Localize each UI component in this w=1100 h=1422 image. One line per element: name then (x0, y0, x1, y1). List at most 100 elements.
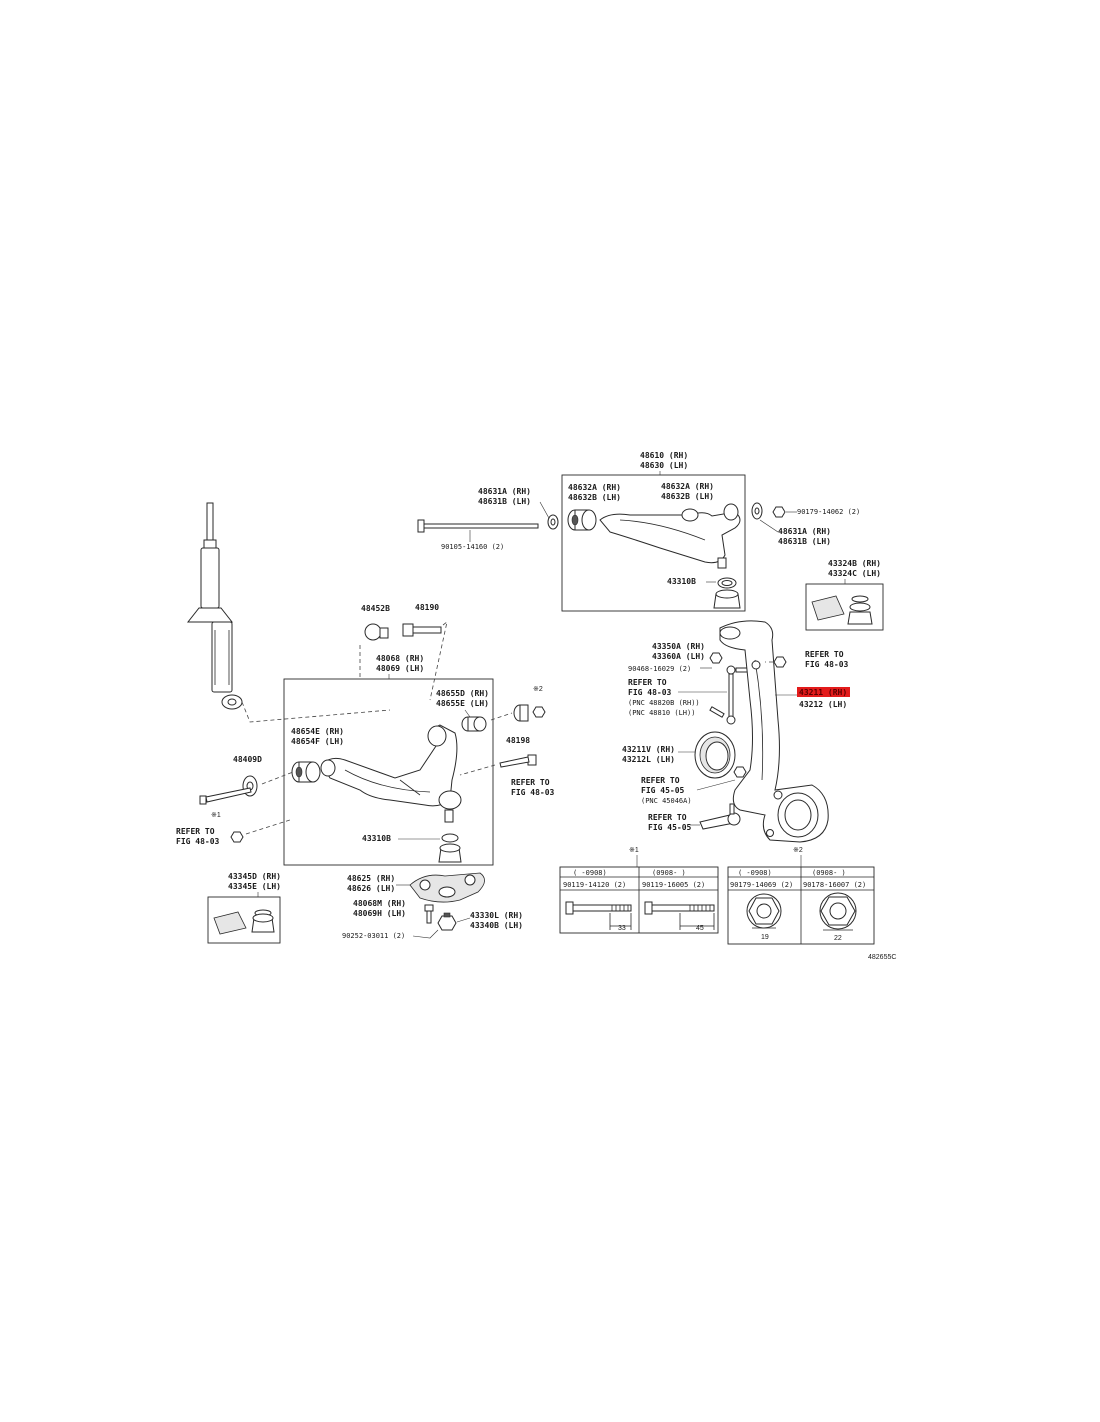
label-48409d[interactable]: 48409D (233, 755, 262, 764)
refer-d-line2[interactable]: FIG 48-03 (805, 660, 849, 669)
label-bolt-90105[interactable]: 90105-14160 (2) (441, 543, 504, 551)
refer-d-line1[interactable]: REFER TO (805, 650, 844, 659)
nut-90179-top[interactable] (772, 506, 786, 518)
label-upper-arm-lh[interactable]: 48630 (LH) (640, 461, 688, 470)
label-48190[interactable]: 48190 (415, 603, 439, 612)
refer-a-line2[interactable]: FIG 48-03 (176, 837, 220, 846)
table1-col2-part[interactable]: 90119-16005 (2) (642, 881, 705, 889)
boot-kit-rings-43324[interactable] (847, 595, 873, 625)
label-lower-arm-rh[interactable]: 48068 (RH) (376, 654, 424, 663)
refer-e-line2[interactable]: FIG 45-05 (641, 786, 685, 795)
label-cam-48631b[interactable]: 48631B (LH) (478, 497, 531, 506)
label-link-43360a[interactable]: 43360A (LH) (652, 652, 705, 661)
label-link-43350a[interactable]: 43350A (RH) (652, 642, 705, 651)
label-knuckle-43212[interactable]: 43212 (LH) (799, 700, 847, 709)
label-seal-43212l[interactable]: 43212L (LH) (622, 755, 675, 764)
nut-knuckle-mid[interactable] (733, 766, 747, 778)
grease-packet-icon-2[interactable] (213, 911, 247, 935)
label-nut-90179[interactable]: 90179-14062 (2) (797, 508, 860, 516)
refer-c-line3[interactable]: (PNC 48820B (RH)) (628, 699, 700, 707)
label-bush-48632b[interactable]: 48632B (LH) (568, 493, 621, 502)
label-seal-43211v[interactable]: 43211V (RH) (622, 745, 675, 754)
bolt-48068m[interactable] (424, 904, 434, 924)
table1-col1-header: ( -0908) (573, 869, 607, 877)
cam-plate-48452b[interactable] (364, 623, 389, 641)
label-bracket-48625[interactable]: 48625 (RH) (347, 874, 395, 883)
lower-front-bolt[interactable] (199, 787, 252, 805)
label-bush-48632a[interactable]: 48632A (RH) (568, 483, 621, 492)
label-bolt-48069h[interactable]: 48069H (LH) (353, 909, 406, 918)
label-knuckle-43211-highlighted[interactable]: 43211 (RH) (799, 688, 847, 697)
label-bush-48655d[interactable]: 48655D (RH) (436, 689, 489, 698)
upper-ball-joint-boot[interactable] (713, 577, 741, 609)
nut-link-top[interactable] (709, 652, 723, 664)
table1-bolt-long[interactable] (644, 901, 715, 915)
label-lower-arm-lh[interactable]: 48069 (LH) (376, 664, 424, 673)
cam-bolt-48190[interactable] (402, 623, 442, 637)
table2-col1-part[interactable]: 90179-14069 (2) (730, 881, 793, 889)
table1-col1-part[interactable]: 90119-14120 (2) (563, 881, 626, 889)
refer-c-line1[interactable]: REFER TO (628, 678, 667, 687)
label-cam-48631a[interactable]: 48631A (RH) (478, 487, 531, 496)
refer-b-line2[interactable]: FIG 48-03 (511, 788, 555, 797)
table1-col2-header: (0908- ) (652, 869, 686, 877)
upper-bushing[interactable] (567, 509, 597, 531)
label-bolt-48068m[interactable]: 48068M (RH) (353, 899, 406, 908)
nut-lower-left[interactable] (230, 831, 244, 843)
label-bush-48632a-2[interactable]: 48632A (RH) (661, 482, 714, 491)
table2-dim2: 22 (834, 935, 842, 942)
grease-packet-icon[interactable] (811, 595, 845, 621)
refer-b-line1[interactable]: REFER TO (511, 778, 550, 787)
label-upper-arm-rh[interactable]: 48610 (RH) (640, 451, 688, 460)
lower-rear-bolt[interactable] (499, 754, 537, 768)
table2-col2-part[interactable]: 90178-16007 (2) (803, 881, 866, 889)
label-boot-43345e[interactable]: 43345E (LH) (228, 882, 281, 891)
label-48452b[interactable]: 48452B (361, 604, 390, 613)
table2-flange-nut-small[interactable] (746, 893, 782, 929)
label-bracket-48626[interactable]: 48626 (LH) (347, 884, 395, 893)
lower-bushing-front[interactable] (291, 761, 321, 783)
steering-knuckle[interactable] (719, 620, 829, 843)
shock-absorber[interactable] (186, 502, 243, 710)
refer-c-line4[interactable]: (PNC 48810 (LH)) (628, 709, 695, 717)
label-bush-48654f[interactable]: 48654F (LH) (291, 737, 344, 746)
table2-flange-nut-large[interactable] (819, 892, 857, 930)
lower-boot-43310b[interactable] (438, 833, 462, 863)
lower-control-arm[interactable] (320, 724, 458, 807)
nut-mark2[interactable] (532, 706, 546, 718)
refer-f-line2[interactable]: FIG 45-05 (648, 823, 692, 832)
label-bush-48654e[interactable]: 48654E (RH) (291, 727, 344, 736)
label-pin-90252[interactable]: 90252-03011 (2) (342, 932, 405, 940)
castle-nut-43330l[interactable] (437, 912, 457, 931)
upper-long-bolt[interactable] (417, 519, 539, 533)
label-48198[interactable]: 48198 (506, 736, 530, 745)
lower-bushing-rear[interactable] (461, 716, 487, 732)
label-nut-43340b[interactable]: 43340B (LH) (470, 921, 523, 930)
label-cam-48631b-right[interactable]: 48631B (LH) (778, 537, 831, 546)
label-nut-43330l[interactable]: 43330L (RH) (470, 911, 523, 920)
label-boot-43324c[interactable]: 43324C (LH) (828, 569, 881, 578)
label-bush-48655e[interactable]: 48655E (LH) (436, 699, 489, 708)
lower-ball-joint[interactable] (438, 790, 462, 823)
refer-c-line2[interactable]: FIG 48-03 (628, 688, 672, 697)
boot-kit-rings-43345[interactable] (251, 909, 275, 933)
tie-rod-end[interactable] (699, 803, 741, 830)
upper-control-arm[interactable] (599, 503, 741, 569)
dust-seal-43211v[interactable] (694, 731, 736, 779)
label-joint-43310b-upper[interactable]: 43310B (667, 577, 696, 586)
cap-48198[interactable] (513, 704, 529, 722)
refer-e-line1[interactable]: REFER TO (641, 776, 680, 785)
stabilizer-link[interactable] (709, 665, 751, 725)
refer-e-line3[interactable]: (PNC 45046A) (641, 797, 692, 805)
label-boot-43324b[interactable]: 43324B (RH) (828, 559, 881, 568)
table1-bolt-short[interactable] (565, 901, 632, 915)
refer-a-line1[interactable]: REFER TO (176, 827, 215, 836)
nut-knuckle-right[interactable] (773, 656, 787, 668)
bracket-48625[interactable] (409, 872, 485, 903)
label-boot-43345d[interactable]: 43345D (RH) (228, 872, 281, 881)
label-cam-48631a-right[interactable]: 48631A (RH) (778, 527, 831, 536)
label-joint-43310b-lower[interactable]: 43310B (362, 834, 391, 843)
refer-f-line1[interactable]: REFER TO (648, 813, 687, 822)
label-bush-48632b-2[interactable]: 48632B (LH) (661, 492, 714, 501)
label-nut-90468[interactable]: 90468-16029 (2) (628, 665, 691, 673)
